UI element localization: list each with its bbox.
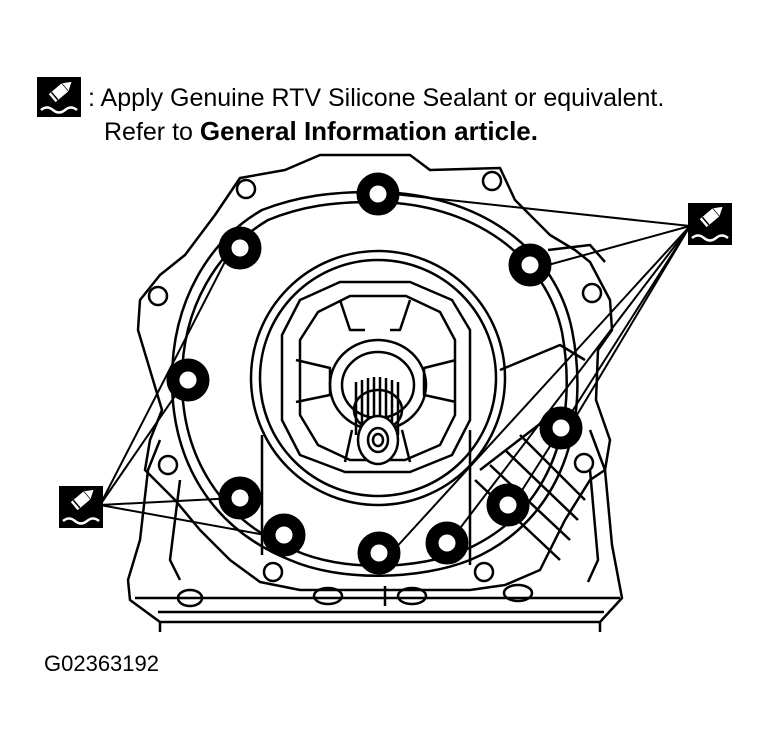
legend-text-line1: : Apply Genuine RTV Silicone Sealant or … <box>88 84 665 112</box>
figure-id: G02363192 <box>44 651 159 676</box>
sealant-point <box>486 483 530 527</box>
bottom-boss-4 <box>176 588 204 608</box>
bottom-boss-3 <box>502 583 534 603</box>
sealant-callout-icon-right <box>688 203 732 245</box>
sealant-point <box>425 521 469 565</box>
sealant-point <box>218 476 262 520</box>
sealant-point <box>357 531 401 575</box>
sealant-point <box>262 513 306 557</box>
pump-housing <box>249 249 507 507</box>
sealant-application-points <box>166 172 583 575</box>
bottom-boss-1 <box>312 586 344 606</box>
sealant-point <box>508 243 552 287</box>
sealant-point <box>166 358 210 402</box>
legend-article-reference: General Information article. <box>199 116 538 146</box>
legend-text-line2: Refer to General Information article. <box>104 116 538 146</box>
bottom-boss-2 <box>396 586 428 606</box>
sealant-point <box>356 172 400 216</box>
sealant-callout-icon-left <box>59 486 103 528</box>
sealant-point <box>539 406 583 450</box>
input-shaft-end <box>366 426 390 454</box>
pump-cover <box>280 280 472 474</box>
sealant-point <box>218 226 262 270</box>
sealant-legend-icon <box>37 77 81 117</box>
